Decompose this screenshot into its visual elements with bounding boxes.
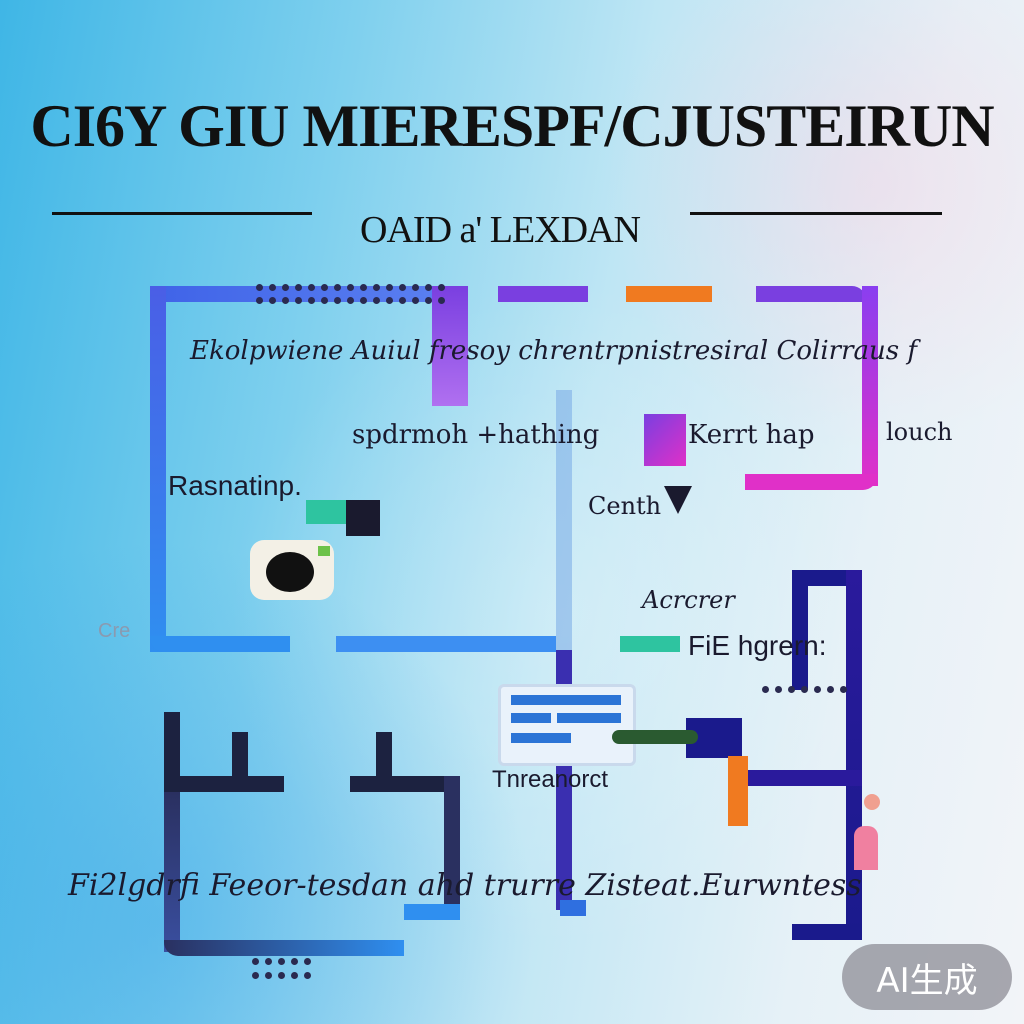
connector-line — [626, 286, 712, 302]
dot-pattern — [762, 686, 847, 693]
connector-line — [560, 900, 586, 916]
connector-line — [164, 712, 180, 792]
title-rule-left — [52, 212, 312, 215]
connector-line — [336, 636, 556, 652]
label-top-row: Ekolpwiene Auiul fresoy chrentrpnistresi… — [190, 336, 917, 366]
label-far-right: louch — [886, 418, 953, 446]
pen-icon — [612, 730, 698, 744]
label-right-lower: FiE hgrern: — [688, 630, 827, 661]
label-middle-left: spdrmoh +hathing — [352, 420, 600, 450]
connector-line — [444, 776, 460, 906]
label-right-upper: Acrcrer — [642, 586, 735, 614]
label-bottom-center: Tnreanorct — [492, 766, 609, 793]
connector-line — [862, 286, 878, 486]
window-icon — [498, 684, 636, 766]
ai-generated-badge: AI生成 — [842, 944, 1012, 1010]
title-rule-right — [690, 212, 942, 215]
connector-line — [376, 732, 392, 788]
connector-line — [432, 286, 468, 406]
connector-line — [745, 474, 877, 490]
connector-line — [556, 390, 572, 650]
label-middle-right: Kerrt hap — [688, 420, 815, 450]
label-ghost: Cre — [98, 620, 131, 642]
connector-line — [232, 732, 248, 788]
connector-line — [150, 636, 290, 652]
label-footer: Fi2lgdrfi Feeor-tesdan ahd trurre Zistea… — [68, 868, 862, 903]
connector-line — [164, 776, 284, 792]
connector-line — [164, 940, 404, 956]
connector-line — [792, 570, 808, 690]
connector-line — [792, 570, 862, 586]
page-title: CI6Y GIU MIERESPF/CJUSTEIRUN — [30, 93, 994, 159]
label-center: Centh — [588, 492, 662, 520]
person-icon — [864, 794, 880, 810]
connector-line — [620, 636, 680, 652]
connector-line — [498, 286, 588, 302]
dot-pattern — [256, 284, 445, 291]
connector-line — [792, 924, 862, 940]
camera-icon — [250, 540, 334, 600]
connector-line — [756, 286, 866, 302]
connector-line — [404, 904, 460, 920]
dot-pattern — [256, 297, 445, 304]
dark-block — [346, 500, 380, 536]
person-body — [854, 826, 878, 870]
dot-pattern — [252, 958, 311, 965]
connector-line — [150, 286, 166, 652]
shape-icon — [644, 414, 686, 466]
connector-line — [150, 286, 440, 302]
page-subtitle: OAID a' LEXDAN — [360, 209, 641, 251]
dot-pattern — [252, 972, 311, 979]
connector-line — [728, 756, 748, 826]
label-left: Rasnatinp. — [168, 470, 302, 501]
pointer-icon — [664, 486, 692, 514]
connector-line — [164, 792, 180, 952]
connector-line — [738, 770, 862, 786]
